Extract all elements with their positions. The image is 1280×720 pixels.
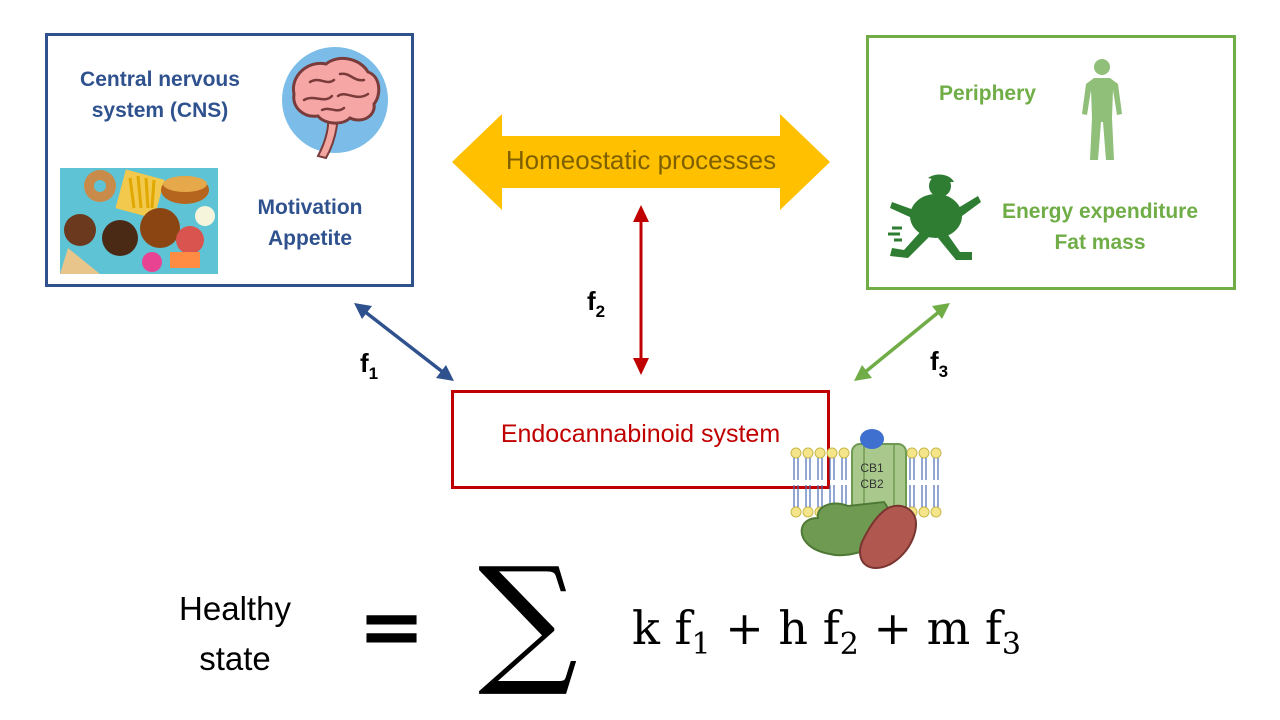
cns-title: Central nervous system (CNS): [80, 68, 240, 122]
homeostatic-label: Homeostatic processes: [505, 145, 777, 175]
plus-sign: +: [725, 601, 764, 655]
healthy-state-label: Healthy state: [179, 590, 291, 677]
cb2-label: CB2: [860, 477, 884, 491]
ecs-box: [451, 390, 830, 489]
brain-icon: [282, 47, 388, 160]
f2-label: f2: [587, 286, 606, 321]
cb-receptor-icon: CB1 CB2: [790, 429, 942, 570]
ecs-label: Endocannabinoid system: [500, 420, 781, 448]
sum-formula: k f1 + h f2 + m f3: [632, 598, 1021, 675]
motivation-appetite-label: Motivation Appetite: [257, 196, 363, 250]
f2-arrow: [633, 205, 649, 375]
term-f3: f3: [984, 601, 1021, 662]
periphery-box: [866, 35, 1236, 290]
equals-sign: =: [358, 580, 426, 673]
cns-box: [45, 33, 414, 287]
human-body-icon: [1082, 59, 1122, 160]
homeostatic-arrow: [452, 114, 830, 210]
junk-food-image: [60, 168, 218, 274]
term-f2: f2: [822, 601, 859, 662]
coef-h: h: [778, 601, 809, 655]
f3-arrow: [854, 303, 950, 381]
running-person-icon: [888, 174, 981, 260]
f1-label: f1: [360, 348, 379, 383]
energy-fatmass-label: Energy expenditure Fat mass: [1001, 200, 1199, 254]
f1-arrow: [354, 303, 454, 381]
coef-k: k: [632, 601, 660, 655]
coef-m: m: [926, 601, 971, 655]
sigma-sign: ∑: [478, 538, 578, 701]
cb1-label: CB1: [860, 461, 884, 475]
periphery-title: Periphery: [939, 82, 1036, 105]
term-f1: f1: [674, 601, 711, 662]
f3-label: f3: [930, 346, 949, 381]
plus-sign: +: [873, 601, 912, 655]
